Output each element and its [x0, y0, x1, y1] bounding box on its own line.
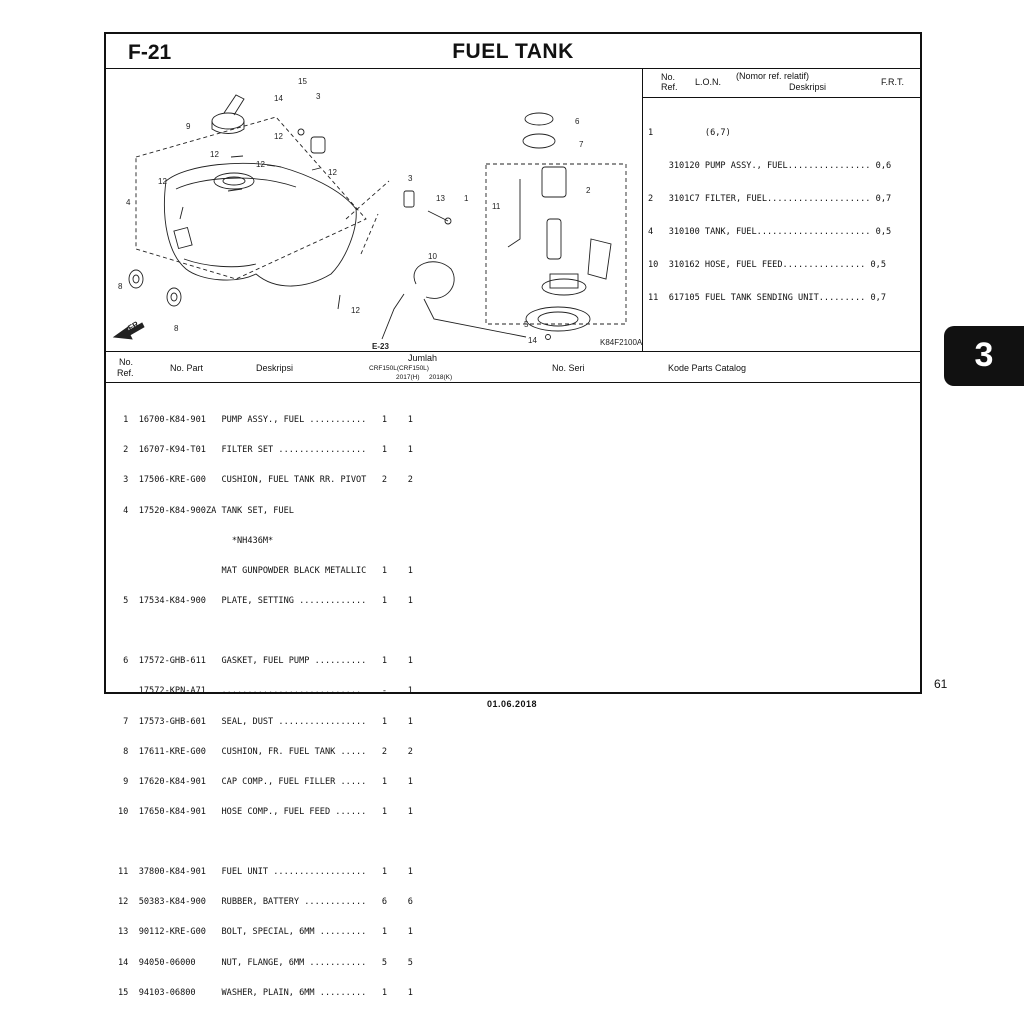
- parts-diagram: 15 14 3 9 12 12 12 12 12 4 12 8 8 6 7 3 …: [112, 77, 642, 351]
- callout-8a: 8: [118, 282, 123, 291]
- page-number: 61: [934, 677, 948, 691]
- parts-row: 11 37800-K84-901 FUEL UNIT .............…: [118, 867, 413, 878]
- parts-header-model: CRF150L(CRF150L): [369, 365, 429, 372]
- parts-header-year-2018: 2018(K): [429, 374, 453, 381]
- divider-table: [106, 382, 920, 383]
- callout-10: 10: [428, 252, 437, 261]
- callout-3a: 3: [316, 92, 321, 101]
- ref-header-deskripsi: Deskripsi: [789, 82, 827, 92]
- divider-top: [106, 351, 920, 352]
- parts-row: 5 17534-K84-900 PLATE, SETTING .........…: [118, 595, 413, 606]
- parts-row: 6 17572-GHB-611 GASKET, FUEL PUMP ......…: [118, 656, 413, 667]
- callout-14: 14: [274, 94, 283, 103]
- ref-header-frt: F.R.T.: [881, 77, 905, 87]
- ref-header-no: No.: [661, 72, 676, 82]
- parts-header-year-2017: 2017(H): [396, 374, 420, 381]
- section-tab-number: 3: [974, 336, 994, 374]
- parts-header-no: No.: [119, 357, 134, 367]
- parts-row: *NH436M*: [118, 535, 274, 546]
- parts-row: 8 17611-KRE-G00 CUSHION, FR. FUEL TANK .…: [118, 746, 413, 757]
- page-header: F-21 FUEL TANK: [106, 34, 920, 69]
- ref-table-header: No. Ref. L.O.N. (Nomor ref. relatif) Des…: [643, 69, 920, 98]
- fuel-cap-shape: [211, 112, 245, 130]
- ref-header-nomor: (Nomor ref. relatif): [736, 71, 810, 81]
- callout-2: 2: [586, 186, 591, 195]
- callout-1: 1: [464, 194, 469, 203]
- callout-6: 6: [575, 117, 580, 126]
- section-code: F-21: [128, 41, 172, 64]
- diagram-divider: [642, 69, 643, 351]
- fuel-tank-shape: [163, 162, 357, 287]
- parts-header-no-seri: No. Seri: [552, 363, 585, 373]
- parts-row: 7 17573-GHB-601 SEAL, DUST .............…: [118, 716, 413, 727]
- callout-e23: E-23: [372, 342, 389, 351]
- callout-7: 7: [579, 140, 584, 149]
- parts-row: 4 17520-K84-900ZA TANK SET, FUEL: [118, 505, 294, 516]
- callout-12c: 12: [256, 160, 265, 169]
- ref-row: 1 (6,7): [648, 128, 731, 138]
- parts-row: 15 94103-06800 WASHER, PLAIN, 6MM ......…: [118, 987, 413, 998]
- parts-table-header: No. Ref. No. Part Deskripsi Jumlah CRF15…: [106, 352, 920, 382]
- callout-8b: 8: [174, 324, 179, 333]
- ref-row: 4 310100 TANK, FUEL.....................…: [648, 227, 892, 237]
- parts-header-deskripsi: Deskripsi: [256, 363, 294, 373]
- ref-table-rows: 1 (6,7) 310120 PUMP ASSY., FUEL.........…: [648, 106, 891, 326]
- page-frame: F-21 FUEL TANK: [104, 32, 922, 998]
- callout-4: 4: [126, 198, 131, 207]
- fuel-hose-shape: [413, 261, 455, 299]
- tank-group-box: [135, 116, 367, 280]
- setting-plate-shape: [525, 306, 591, 332]
- parts-row: [118, 837, 413, 847]
- callout-13: 13: [436, 194, 445, 203]
- callout-15: 15: [298, 77, 307, 86]
- ref-row: 310120 PUMP ASSY., FUEL................ …: [648, 161, 892, 171]
- parts-header-ref: Ref.: [117, 368, 134, 378]
- fr-label: FR.: [127, 318, 143, 332]
- callout-3b: 3: [408, 174, 413, 183]
- ref-row: 11 617105 FUEL TANK SENDING UNIT........…: [648, 293, 886, 303]
- parts-row: 1 16700-K84-901 PUMP ASSY., FUEL .......…: [118, 415, 413, 426]
- callout-5: 5: [524, 320, 529, 329]
- parts-row: 2 16707-K94-T01 FILTER SET .............…: [118, 445, 413, 456]
- callout-12e: 12: [158, 177, 167, 186]
- parts-row: 12 50383-K84-900 RUBBER, BATTERY .......…: [118, 897, 413, 908]
- parts-row: MAT GUNPOWDER BLACK METALLIC 1 1: [118, 565, 413, 576]
- figure-id: K84F2100A: [600, 338, 642, 347]
- ref-header-lon: L.O.N.: [695, 77, 722, 87]
- callout-12b: 12: [210, 150, 219, 159]
- parts-row: 10 17650-K84-901 HOSE COMP., FUEL FEED .…: [118, 806, 413, 817]
- parts-row: 14 94050-06000 NUT, FLANGE, 6MM ........…: [118, 957, 413, 968]
- filler-opening: [213, 172, 255, 190]
- callout-12a: 12: [274, 132, 283, 141]
- parts-row: 3 17506-KRE-G00 CUSHION, FUEL TANK RR. P…: [118, 475, 413, 486]
- parts-row: [118, 626, 413, 636]
- parts-header-jumlah: Jumlah: [408, 353, 438, 363]
- parts-row: 9 17620-K84-901 CAP COMP., FUEL FILLER .…: [118, 776, 413, 787]
- pump-group-box: [485, 163, 627, 325]
- callout-14b: 14: [528, 336, 537, 345]
- page-title: FUEL TANK: [452, 40, 574, 63]
- parts-header-kode: Kode Parts Catalog: [668, 363, 747, 373]
- parts-row: 17572-KPN-A71 ..........................…: [118, 686, 413, 697]
- parts-header-no-part: No. Part: [170, 363, 204, 373]
- parts-row: 13 90112-KRE-G00 BOLT, SPECIAL, 6MM ....…: [118, 927, 413, 938]
- ref-header-ref: Ref.: [661, 82, 678, 92]
- ref-row: 10 310162 HOSE, FUEL FEED...............…: [648, 260, 886, 270]
- ref-row: 2 3101C7 FILTER, FUEL...................…: [648, 194, 892, 204]
- print-date: 01.06.2018: [486, 699, 538, 709]
- callout-12d: 12: [328, 168, 337, 177]
- callout-11: 11: [492, 202, 501, 211]
- callout-12f: 12: [351, 306, 360, 315]
- callout-9: 9: [186, 122, 191, 131]
- section-tab: 3: [944, 326, 1024, 386]
